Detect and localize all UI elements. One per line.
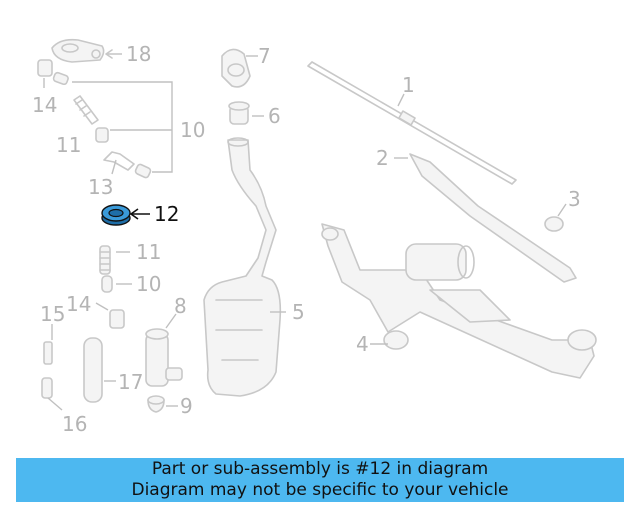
part-8-washer-pump <box>145 313 183 387</box>
callout-18: 18 <box>126 42 151 66</box>
callout-6: 6 <box>268 104 281 128</box>
part-10-fitting-lower <box>101 275 132 293</box>
callout-1: 1 <box>402 73 415 97</box>
callout-7: 7 <box>258 44 271 68</box>
part-18-washer-jet <box>51 38 122 63</box>
callout-14-lower: 14 <box>66 292 91 316</box>
callout-14-top: 14 <box>32 93 57 117</box>
part-6-seal <box>228 101 264 125</box>
part-14-connector-lower <box>95 302 125 329</box>
callout-12-highlighted: 12 <box>154 202 179 226</box>
part-11-hose-lower <box>99 245 130 275</box>
callout-4: 4 <box>356 332 369 356</box>
callout-10-top: 10 <box>180 118 205 142</box>
part-17-hose <box>83 337 116 403</box>
part-5-reservoir <box>203 137 286 397</box>
part-11-hose-top <box>73 95 99 125</box>
callout-5: 5 <box>292 300 305 324</box>
banner-line-part: Part or sub-assembly is #12 in diagram <box>151 459 489 479</box>
callout-11-top: 11 <box>56 133 81 157</box>
callout-9: 9 <box>180 394 193 418</box>
part-1-wiper-blade <box>307 61 517 185</box>
callout-13: 13 <box>88 175 113 199</box>
callout-17: 17 <box>118 370 143 394</box>
part-9-grommet <box>147 395 178 413</box>
part-13-check-valve <box>103 151 135 175</box>
callout-8: 8 <box>174 294 187 318</box>
part-14-connector-top <box>37 59 53 88</box>
callout-16: 16 <box>62 412 87 436</box>
info-banner: Part or sub-assembly is #12 in diagram D… <box>16 458 624 502</box>
callout-3: 3 <box>568 187 581 211</box>
part-2-wiper-arm <box>394 153 577 283</box>
part-3-cap <box>544 203 567 232</box>
parts-diagram: 1 2 3 4 5 6 7 8 9 10 10 11 11 12 13 14 1… <box>32 38 597 436</box>
callout-10-lower: 10 <box>136 272 161 296</box>
banner-line-disclaimer: Diagram may not be specific to your vehi… <box>131 480 509 500</box>
part-10-hose-fittings-top <box>52 71 173 179</box>
part-4-wiper-linkage <box>321 223 597 379</box>
part-15-fitting <box>43 324 53 365</box>
callout-11-lower: 11 <box>136 240 161 264</box>
callout-2: 2 <box>376 146 389 170</box>
callout-15: 15 <box>40 302 65 326</box>
part-12-grommet-highlighted <box>101 204 150 226</box>
part-7-filler-cap <box>221 48 258 88</box>
part-16-fitting <box>41 377 63 411</box>
